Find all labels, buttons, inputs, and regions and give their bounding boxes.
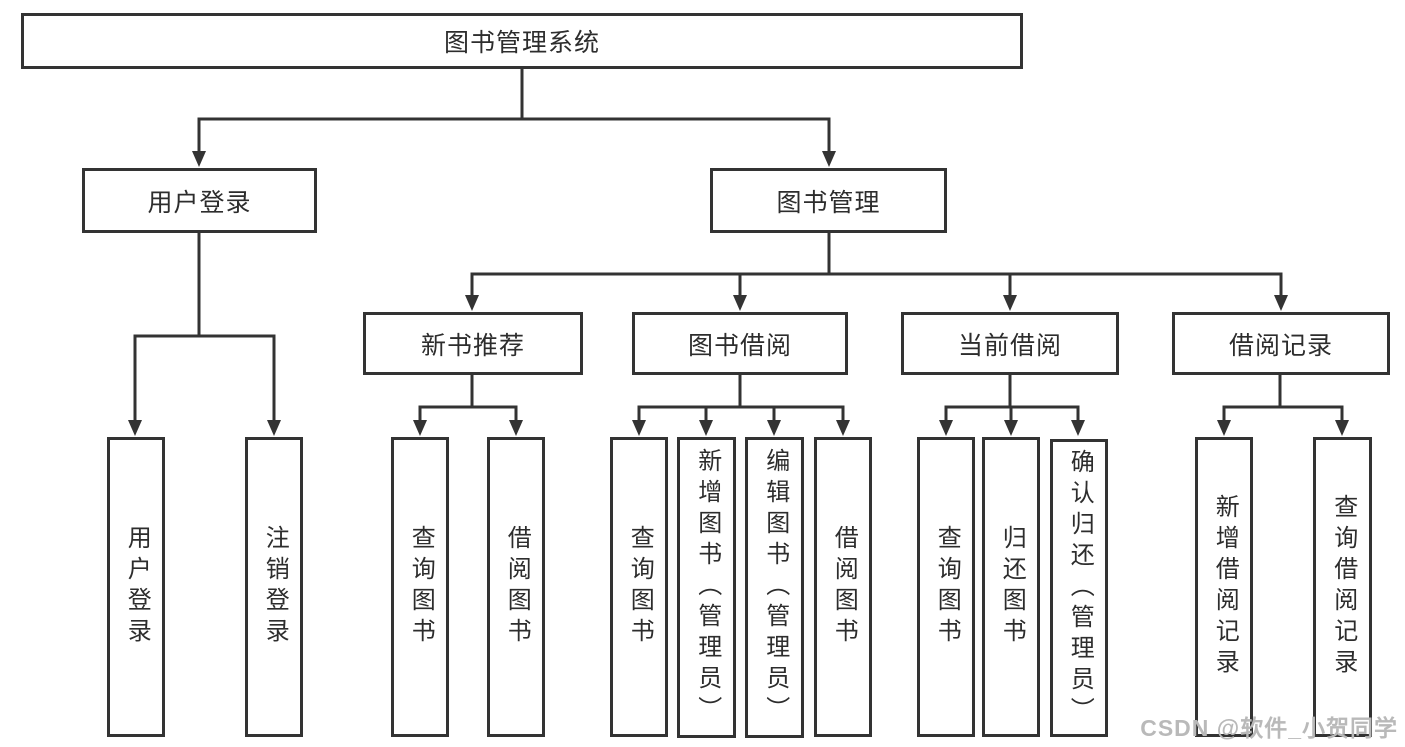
connector-root-to-level1 bbox=[197, 68, 831, 153]
leaf-label: 查询图书 bbox=[933, 525, 961, 649]
arrow-down-icon bbox=[465, 295, 479, 311]
leaf-add-books-admin: 新增图书（管理员） bbox=[677, 437, 736, 738]
arrow-down-icon bbox=[1003, 295, 1017, 311]
connector-book-borrowing-children bbox=[637, 375, 845, 421]
connector-book-management-children bbox=[470, 233, 1283, 298]
arrow-down-icon bbox=[509, 420, 523, 436]
connector-paths bbox=[133, 68, 1344, 422]
arrow-down-icon bbox=[699, 420, 713, 436]
arrow-down-icon bbox=[128, 420, 142, 436]
leaf-label: 注销登录 bbox=[261, 525, 289, 649]
leaf-confirm-return-admin: 确认归还（管理员） bbox=[1050, 439, 1108, 737]
leaf-label: 编辑图书（管理员） bbox=[761, 448, 789, 727]
arrow-down-icon bbox=[632, 420, 646, 436]
arrow-down-icon bbox=[413, 420, 427, 436]
leaf-label: 新增图书（管理员） bbox=[693, 448, 721, 727]
node-borrowing-records: 借阅记录 bbox=[1172, 312, 1390, 375]
arrow-down-icon bbox=[1335, 420, 1349, 436]
leaf-borrow-books: 借阅图书 bbox=[814, 437, 872, 737]
arrow-down-icon bbox=[733, 295, 747, 311]
leaf-query-borrow-record: 查询借阅记录 bbox=[1313, 437, 1372, 737]
leaf-label: 借阅图书 bbox=[830, 525, 858, 649]
leaf-label: 查询图书 bbox=[407, 525, 435, 649]
csdn-watermark: CSDN @软件_小贺同学 bbox=[1140, 715, 1398, 741]
arrow-down-icon bbox=[1274, 295, 1288, 311]
leaf-return-books: 归还图书 bbox=[982, 437, 1040, 737]
connector-user-login-children bbox=[133, 233, 276, 422]
node-current-borrowing: 当前借阅 bbox=[901, 312, 1119, 375]
arrow-down-icon bbox=[1217, 420, 1231, 436]
leaf-label: 查询借阅记录 bbox=[1329, 494, 1357, 680]
leaf-add-borrow-record: 新增借阅记录 bbox=[1195, 437, 1253, 737]
leaf-logout: 注销登录 bbox=[245, 437, 303, 737]
leaf-user-login: 用户登录 bbox=[107, 437, 165, 737]
connector-borrowing-records-children bbox=[1222, 375, 1344, 421]
arrowheads bbox=[128, 151, 1349, 436]
connector-current-borrowing-children bbox=[944, 375, 1080, 421]
node-new-book-recommend: 新书推荐 bbox=[363, 312, 583, 375]
leaf-query-books-current: 查询图书 bbox=[917, 437, 975, 737]
node-user-login: 用户登录 bbox=[82, 168, 317, 233]
leaf-query-books-borrowing: 查询图书 bbox=[610, 437, 668, 737]
arrow-down-icon bbox=[822, 151, 836, 167]
node-root-system: 图书管理系统 bbox=[21, 13, 1023, 69]
arrow-down-icon bbox=[192, 151, 206, 167]
node-book-management: 图书管理 bbox=[710, 168, 947, 233]
leaf-borrow-books-recommend: 借阅图书 bbox=[487, 437, 545, 737]
node-book-borrowing: 图书借阅 bbox=[632, 312, 848, 375]
connector-new-book-children bbox=[418, 375, 518, 421]
leaf-label: 用户登录 bbox=[123, 525, 151, 649]
leaf-edit-books-admin: 编辑图书（管理员） bbox=[745, 437, 804, 738]
arrow-down-icon bbox=[836, 420, 850, 436]
leaf-label: 确认归还（管理员） bbox=[1066, 448, 1094, 728]
leaf-label: 新增借阅记录 bbox=[1211, 494, 1239, 680]
arrow-down-icon bbox=[267, 420, 281, 436]
leaf-query-books-recommend: 查询图书 bbox=[391, 437, 449, 737]
leaf-label: 查询图书 bbox=[626, 525, 654, 649]
leaf-label: 归还图书 bbox=[998, 525, 1026, 649]
arrow-down-icon bbox=[1004, 420, 1018, 436]
arrow-down-icon bbox=[1071, 420, 1085, 436]
leaf-label: 借阅图书 bbox=[503, 525, 531, 649]
arrow-down-icon bbox=[767, 420, 781, 436]
arrow-down-icon bbox=[939, 420, 953, 436]
